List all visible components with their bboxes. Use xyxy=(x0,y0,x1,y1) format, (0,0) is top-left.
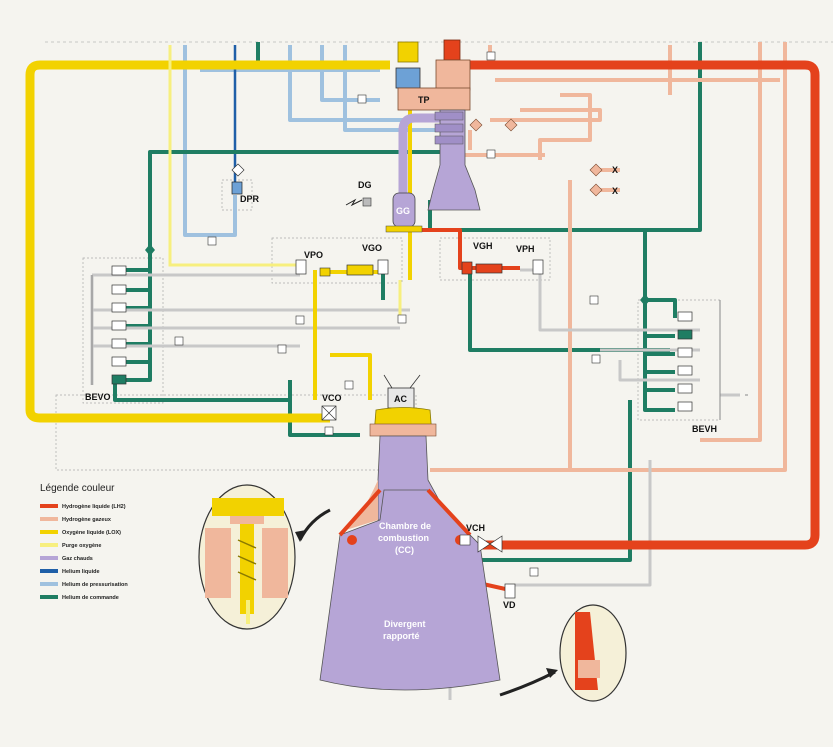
valve-vpo: VPO xyxy=(295,250,323,275)
tp-label: TP xyxy=(418,95,430,105)
vgh-label: VGH xyxy=(473,241,493,251)
color-legend: Légende couleur Hydrogène liquide (LH2) … xyxy=(40,483,128,601)
legend-item-o2-purge: Purge oxygène xyxy=(40,543,101,549)
gas-generator: GG xyxy=(385,192,423,233)
legend-swatch xyxy=(40,582,58,586)
bevh-label: BEVH xyxy=(692,424,717,434)
legend-label: Hydrogène liquide (LH2) xyxy=(62,504,126,510)
bevh-solenoid-bank: BEVH xyxy=(640,294,717,434)
legend-swatch xyxy=(40,543,58,547)
hot-gas-lines xyxy=(398,113,440,200)
legend-swatch xyxy=(40,569,58,573)
gg-label: GG xyxy=(396,206,410,216)
vco-label: VCO xyxy=(322,393,342,403)
legend-swatch xyxy=(40,595,58,599)
vpo-label: VPO xyxy=(304,250,323,260)
vent-x1-label: X xyxy=(612,165,618,175)
cc-label-line1: Chambre de xyxy=(379,521,431,531)
nozzle-wall-detail-inset xyxy=(499,604,627,702)
legend-label: Helium liquide xyxy=(62,569,100,575)
vd-label: VD xyxy=(503,600,516,610)
legend-swatch xyxy=(40,530,58,534)
legend-swatch xyxy=(40,556,58,560)
ac-label: AC xyxy=(394,394,407,404)
legend-swatch xyxy=(40,504,58,508)
vch-label: VCH xyxy=(466,523,485,533)
gh2-lines xyxy=(430,42,787,472)
legend-label: Hydrogène gazeux xyxy=(62,517,112,523)
turbopump: TP xyxy=(395,39,481,211)
thin-grey-lines xyxy=(91,275,748,420)
valve-vgo: VGO xyxy=(319,243,389,277)
o2-purge-lines xyxy=(168,45,402,320)
legend-label: Gaz chauds xyxy=(62,556,93,562)
valve-vch: VCH xyxy=(459,523,503,553)
legend-title: Légende couleur xyxy=(40,483,115,494)
legend-item-lhe: Helium liquide xyxy=(40,569,100,575)
legend-item-he-cmd: Helium de commande xyxy=(40,595,119,601)
legend-item-he-press: Helium de pressurisation xyxy=(40,582,128,588)
legend-item-hot-gas: Gaz chauds xyxy=(40,556,93,562)
lox-main-loop xyxy=(25,60,390,423)
legend-label: Purge oxygène xyxy=(62,543,101,549)
vgo-label: VGO xyxy=(362,243,382,253)
legend-swatch xyxy=(40,517,58,521)
cc-label-line3: (CC) xyxy=(395,545,414,555)
legend-item-lh2: Hydrogène liquide (LH2) xyxy=(40,504,126,510)
legend-label: Helium de commande xyxy=(62,595,119,601)
combustion-chamber: Chambre de combustion (CC) Divergent rap… xyxy=(319,407,501,691)
cc-label-line2: combustion xyxy=(378,533,429,543)
legend-label: Helium de pressurisation xyxy=(62,582,128,588)
valve-vco: VCO xyxy=(321,393,342,421)
legend-item-lox: Oxygène liquide (LOX) xyxy=(40,530,121,536)
dpr-label: DPR xyxy=(240,194,260,204)
lh2-main-loop xyxy=(470,60,820,550)
check-valves xyxy=(174,51,601,577)
ac-igniter: AC xyxy=(383,374,421,409)
bevo-solenoid-bank: BEVO xyxy=(85,244,155,402)
dg-label: DG xyxy=(358,180,372,190)
divergent-label-line2: rapporté xyxy=(383,631,420,641)
divergent-label-line1: Divergent xyxy=(384,619,426,629)
he-cmd-lines xyxy=(113,42,702,562)
vent-x2-label: X xyxy=(612,186,618,196)
valve-vgh: VGH xyxy=(461,241,503,275)
vph-label: VPH xyxy=(516,244,535,254)
dg-igniter: DG xyxy=(345,180,372,207)
legend-item-gh2: Hydrogène gazeux xyxy=(40,517,112,523)
legend-label: Oxygène liquide (LOX) xyxy=(62,530,121,536)
dpr-regulator: DPR xyxy=(231,163,260,204)
valve-vph: VPH xyxy=(516,244,544,275)
filters xyxy=(469,118,603,197)
injector-detail-inset xyxy=(198,484,331,630)
valve-vd: VD xyxy=(503,583,516,610)
bevo-label: BEVO xyxy=(85,392,111,402)
